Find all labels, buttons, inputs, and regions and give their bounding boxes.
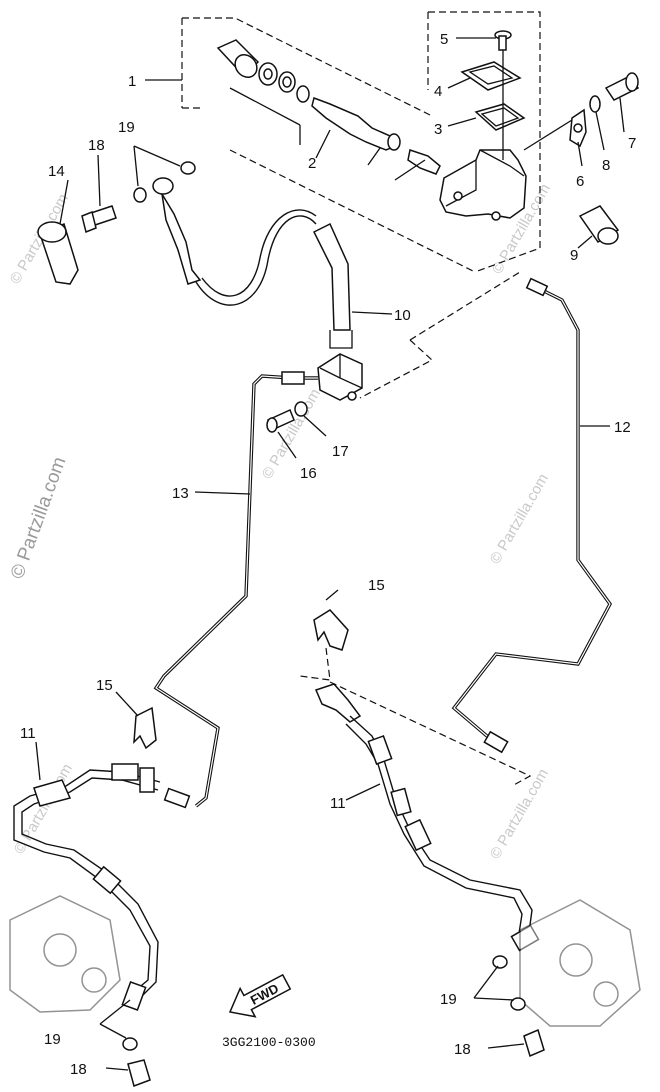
label-14: 14: [48, 163, 65, 180]
fitting-icon: [407, 149, 441, 175]
gasket-icon: [510, 997, 526, 1011]
label-17: 17: [332, 443, 349, 460]
label-16: 16: [300, 465, 317, 482]
bracket-icon: [569, 108, 587, 148]
label-19-bottom-right: 19: [440, 991, 457, 1008]
hose-clip-icon: [313, 609, 349, 651]
label-11-left: 11: [20, 725, 36, 742]
brake-pipes: [153, 277, 613, 809]
forward-arrow-icon: FWD: [228, 973, 292, 1018]
cover-cap-icon: [37, 221, 79, 285]
brake-joint-icon: [317, 353, 363, 401]
washer-icon: [294, 401, 308, 417]
gasket-icon: [492, 955, 508, 969]
gasket-icon: [180, 161, 196, 175]
part-labels: 1 2 3 4 5 6 7 8 9 10 11 11 12 13 14 15 1…: [20, 31, 636, 1078]
dust-boot-icon: [216, 39, 260, 78]
label-15-left: 15: [96, 677, 113, 694]
leader-lines: [35, 37, 625, 1071]
screw-icon: [494, 30, 512, 51]
watermark-main: © Partzilla.com: [7, 454, 71, 581]
diaphragm-icon: [474, 103, 526, 131]
union-bolt-icon: [127, 1059, 151, 1087]
caliper-right-icon: [519, 899, 641, 1027]
label-13: 13: [172, 485, 189, 502]
brake-hose-10-icon: [312, 222, 353, 349]
bolt-icon: [604, 72, 640, 101]
piston-icon: [311, 97, 401, 151]
fwd-label: FWD: [248, 981, 281, 1008]
label-9: 9: [570, 247, 578, 264]
lower-right-guides: [299, 647, 532, 787]
label-11-right: 11: [330, 795, 346, 812]
label-5: 5: [440, 31, 448, 48]
label-19-bottom-left: 19: [44, 1031, 61, 1048]
union-bolt-icon: [81, 205, 117, 234]
master-cylinder-parts: [216, 30, 640, 245]
label-6: 6: [576, 173, 584, 190]
label-2: 2: [308, 155, 316, 172]
reservoir-cap-icon: [460, 61, 522, 91]
label-12: 12: [614, 419, 631, 436]
upper-hose-assembly: [37, 161, 363, 433]
label-18-top: 18: [88, 137, 105, 154]
watermark-repeat: © Partzilla.com: [487, 471, 552, 567]
label-15-right: 15: [368, 577, 385, 594]
master-cylinder-outline: [181, 11, 541, 399]
watermark-repeat: © Partzilla.com: [487, 766, 552, 862]
hose-clip-icon: [133, 706, 157, 750]
label-1: 1: [128, 73, 136, 90]
label-7: 7: [628, 135, 636, 152]
brake-hose-upper: [195, 215, 317, 306]
diagram-code: 3GG2100-0300: [222, 1035, 316, 1050]
gasket-icon: [133, 187, 147, 203]
gasket-icon: [122, 1037, 138, 1051]
label-18-bottom-right: 18: [454, 1041, 471, 1058]
brake-hose-left: [13, 763, 161, 1011]
bolt-icon: [266, 408, 295, 433]
bushing-icon: [578, 205, 620, 245]
union-bolt-icon: [523, 1028, 545, 1058]
banjo-fitting-icon: [152, 177, 202, 285]
caliper-left-icon: [9, 895, 121, 1013]
brake-hose-right: [314, 683, 540, 952]
master-cylinder-body-icon: [439, 149, 527, 221]
label-4: 4: [434, 83, 442, 100]
label-18-bottom-left: 18: [70, 1061, 87, 1078]
label-3: 3: [434, 121, 442, 138]
washer-set-icon: [258, 62, 310, 103]
label-10: 10: [394, 307, 411, 324]
washer-icon: [589, 95, 601, 113]
watermarks: © Partzilla.com © Partzilla.com © Partzi…: [7, 181, 554, 862]
label-19-top: 19: [118, 119, 135, 136]
label-8: 8: [602, 157, 610, 174]
